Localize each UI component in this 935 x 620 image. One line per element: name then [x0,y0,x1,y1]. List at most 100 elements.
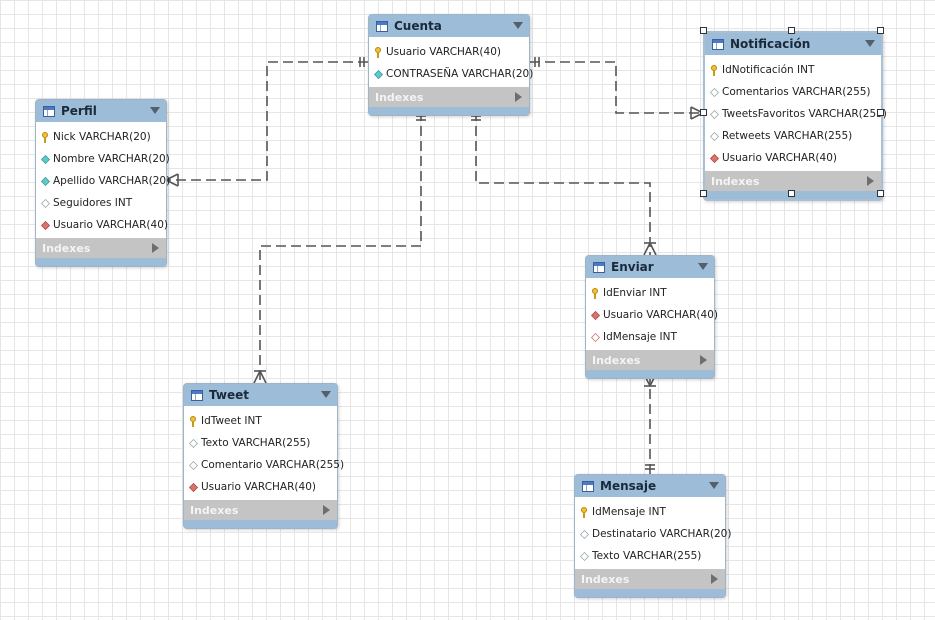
entity-footer [586,370,714,378]
column-label: IdNotificación INT [722,64,815,76]
column-row[interactable]: Comentario VARCHAR(255) [184,454,344,476]
column-list: IdNotificación INT Comentarios VARCHAR(25… [705,55,887,171]
column-label: Comentarios VARCHAR(255) [722,86,871,98]
indexes-section[interactable]: Indexes [36,238,166,258]
chevron-down-icon[interactable] [865,40,875,47]
chevron-down-icon[interactable] [709,482,719,489]
table-icon [593,261,605,273]
column-row[interactable]: Retweets VARCHAR(255) [705,125,881,147]
expand-arrow-icon[interactable] [867,176,874,186]
column-row[interactable]: IdMensaje INT [575,501,725,523]
column-row[interactable]: CONTRASEÑA VARCHAR(20) [369,63,533,85]
column-label: IdMensaje INT [592,506,666,518]
entity-header[interactable]: Enviar [586,256,714,278]
relationship-cuenta-tweet[interactable] [253,111,426,384]
expand-arrow-icon[interactable] [515,92,522,102]
indexes-section[interactable]: Indexes [705,171,881,191]
column-row[interactable]: Usuario VARCHAR(40) [705,147,881,169]
column-row[interactable]: Texto VARCHAR(255) [184,432,337,454]
relationship-mensaje-enviar[interactable] [643,373,657,474]
relationship-cuenta-enviar[interactable] [471,111,657,256]
entity-header[interactable]: Tweet [184,384,337,406]
entity-header[interactable]: Perfil [36,100,166,122]
chevron-down-icon[interactable] [513,22,523,29]
entity-title: Notificación [730,37,811,51]
column-row[interactable]: IdTweet INT [184,410,337,432]
column-list: IdMensaje INT Destinatario VARCHAR(20) Tex… [575,497,731,569]
nullable-column-icon [710,131,719,141]
column-list: Usuario VARCHAR(40) CONTRASEÑA VARCHAR(20… [369,37,533,87]
entity-header[interactable]: Notificación [705,33,881,55]
resize-handle-middle-right[interactable] [877,109,884,116]
column-row[interactable]: IdEnviar INT [586,282,714,304]
entity-enviar[interactable]: Enviar IdEnviar INT Usuario VARCHAR(40) Id… [585,255,718,379]
indexes-section[interactable]: Indexes [369,87,529,107]
entity-header[interactable]: Cuenta [369,15,529,37]
indexes-section[interactable]: Indexes [586,350,714,370]
column-label: Usuario VARCHAR(40) [53,219,168,231]
resize-handle-top-center[interactable] [788,27,795,34]
indexes-label: Indexes [581,572,630,586]
column-row[interactable]: Seguidores INT [36,192,166,214]
entity-header[interactable]: Mensaje [575,475,725,497]
column-label: IdEnviar INT [603,287,667,299]
column-row[interactable]: TweetsFavoritos VARCHAR(255) [705,103,887,125]
relationship-cuenta-perfil[interactable] [165,57,368,187]
expand-arrow-icon[interactable] [711,574,718,584]
resize-handle-bottom-left[interactable] [700,190,707,197]
column-row[interactable]: Usuario VARCHAR(40) [36,214,168,236]
primary-key-icon [591,287,600,299]
indexes-section[interactable]: Indexes [575,569,725,589]
column-row[interactable]: Destinatario VARCHAR(20) [575,523,731,545]
entity-footer [184,520,337,528]
resize-handle-top-right[interactable] [877,27,884,34]
entity-perfil[interactable]: Perfil Nick VARCHAR(20) Nombre VARCHAR(20… [35,99,170,267]
column-label: Comentario VARCHAR(255) [201,459,345,471]
entity-title: Cuenta [394,19,442,33]
column-row[interactable]: Comentarios VARCHAR(255) [705,81,881,103]
column-label: Usuario VARCHAR(40) [603,309,718,321]
chevron-down-icon[interactable] [321,391,331,398]
indexes-label: Indexes [190,503,239,517]
foreign-key-icon [591,310,600,320]
column-row[interactable]: IdMensaje INT [586,326,714,348]
column-row[interactable]: Usuario VARCHAR(40) [369,41,529,63]
table-icon [191,389,203,401]
column-row[interactable]: Nick VARCHAR(20) [36,126,166,148]
column-row[interactable]: Texto VARCHAR(255) [575,545,725,567]
primary-key-icon [189,415,198,427]
entity-footer [369,107,529,115]
entity-cuenta[interactable]: Cuenta Usuario VARCHAR(40) CONTRASEÑA VAR… [368,14,533,116]
relationship-cuenta-notificacion[interactable] [530,57,704,120]
column-row[interactable]: IdNotificación INT [705,59,881,81]
resize-handle-bottom-center[interactable] [788,190,795,197]
resize-handle-middle-left[interactable] [700,109,707,116]
column-row[interactable]: Usuario VARCHAR(40) [586,304,718,326]
column-label: Retweets VARCHAR(255) [722,130,853,142]
foreign-key-icon [189,482,198,492]
nullable-column-icon [710,109,719,119]
foreign-key-icon [710,153,719,163]
expand-arrow-icon[interactable] [323,505,330,515]
column-label: Usuario VARCHAR(40) [386,46,501,58]
column-label: Nombre VARCHAR(20) [53,153,170,165]
entity-notificacion[interactable]: Notificación IdNotificación INT Comentari… [703,31,887,201]
indexes-label: Indexes [375,90,424,104]
primary-key-icon [374,46,383,58]
chevron-down-icon[interactable] [150,107,160,114]
column-label: Apellido VARCHAR(20) [53,175,171,187]
column-row[interactable]: Nombre VARCHAR(20) [36,148,170,170]
resize-handle-bottom-right[interactable] [877,190,884,197]
expand-arrow-icon[interactable] [700,355,707,365]
column-label: Destinatario VARCHAR(20) [592,528,732,540]
chevron-down-icon[interactable] [698,263,708,270]
expand-arrow-icon[interactable] [152,243,159,253]
indexes-section[interactable]: Indexes [184,500,337,520]
resize-handle-top-left[interactable] [700,27,707,34]
entity-mensaje[interactable]: Mensaje IdMensaje INT Destinatario VARCHA… [574,474,731,598]
column-row[interactable]: Usuario VARCHAR(40) [184,476,337,498]
entity-title: Perfil [61,104,97,118]
column-row[interactable]: Apellido VARCHAR(20) [36,170,170,192]
